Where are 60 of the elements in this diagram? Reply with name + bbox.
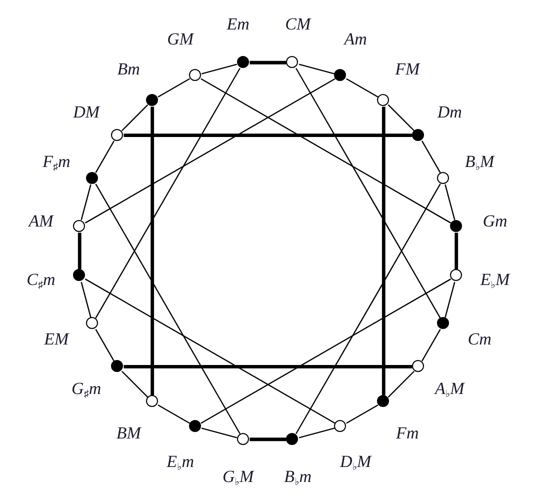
chord-label: EM [44,330,69,348]
chord-label: BM [116,424,141,442]
connector-line [298,428,335,438]
chord-label: G$_{♯}$m [72,380,102,400]
chord-label: C$_{♯}$m [26,270,56,291]
connector-line [200,278,452,424]
connector-line [121,370,148,398]
connector-line [421,329,441,362]
chord-label: Em [226,15,250,32]
chord-label: Bm [117,60,140,78]
connector-line [444,282,456,318]
connector-line [346,78,378,98]
chord-label: F$_{♯}$m [42,153,70,174]
connector-line [158,78,190,98]
connector-line [201,64,238,74]
chord-label: DM [73,103,100,120]
connector-line [200,78,452,224]
connector-line [296,68,441,318]
chord-label: CM [285,15,311,32]
connector-line [250,60,286,64]
connector-line [296,184,441,434]
connector-line [95,68,240,318]
connector-line [95,140,115,173]
connector-line [444,184,456,220]
chord-label: A$_{♭}$M [435,380,464,400]
connector-line [78,232,82,270]
connector-line [150,106,154,396]
chord-label: B$_{♭}$M [464,153,494,174]
connector-line [95,329,115,362]
connector-line [84,278,336,424]
chord-label: G$_{♭}$M [222,468,254,488]
connector-line [201,428,238,438]
connector-line [382,106,386,396]
chord-label: B$_{♭}$m [284,468,312,488]
connector-line [421,140,441,173]
chord-label: Am [344,30,367,48]
connector-line [250,438,286,442]
chord-label: Cm [468,330,492,348]
connector-line [124,364,412,368]
connector-line [158,404,190,424]
chord-label: E$_{♭}$m [166,452,194,473]
chord-label: D$_{♭}$M [340,452,372,473]
connector-line [84,78,336,224]
connector-line [454,232,458,270]
connector-line [95,184,240,434]
connector-line [124,134,412,138]
chord-label: Gm [482,212,508,230]
connector-line [121,104,148,132]
chord-label: FM [395,60,420,78]
connector-line [80,282,92,318]
connector-line [388,104,415,132]
connector-line [346,404,378,424]
chord-label: AM [28,212,54,230]
connector-line [388,370,415,398]
connector-line [298,64,335,74]
chord-label: Fm [396,424,419,442]
chord-label: Dm [437,103,462,120]
connector-line [80,184,92,220]
chord-label: GM [167,30,194,48]
chord-label: E$_{♭}$M [480,270,510,291]
